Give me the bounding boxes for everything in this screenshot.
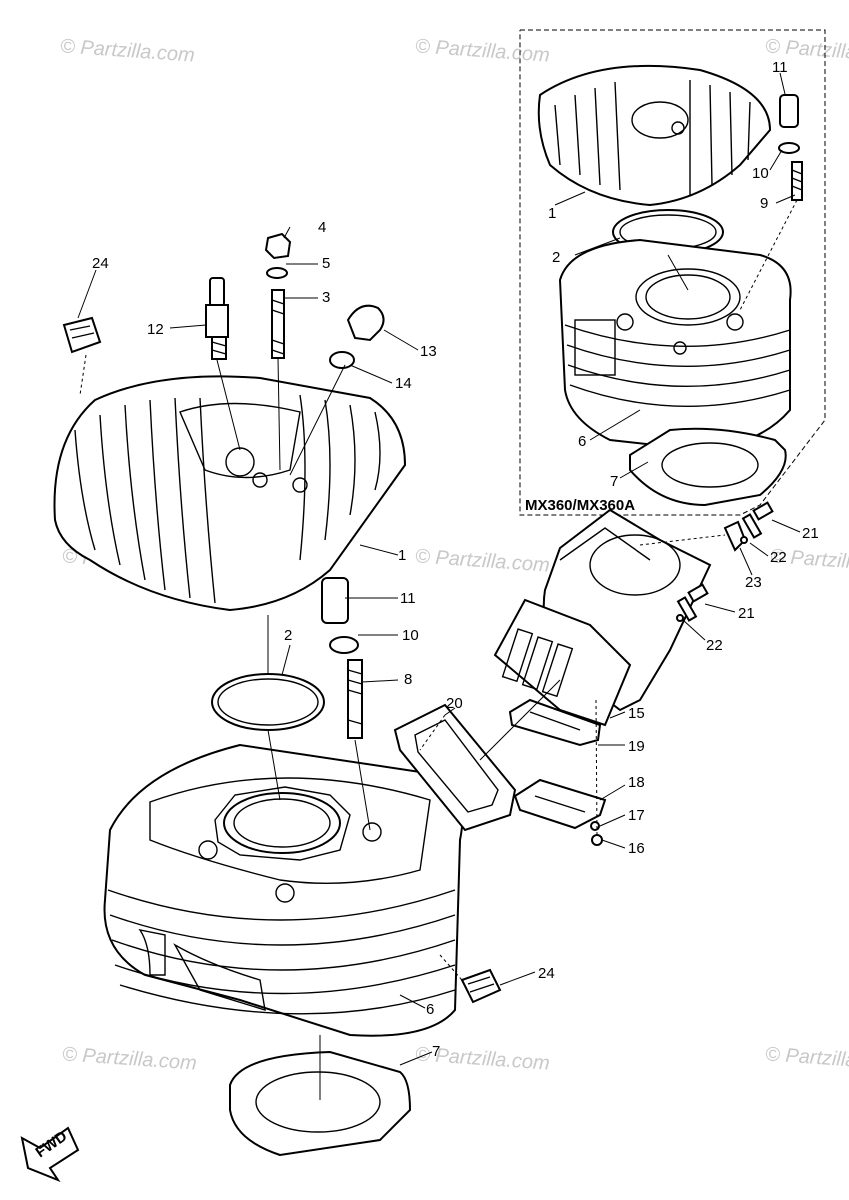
spark-plug xyxy=(205,277,229,360)
washer-22 xyxy=(676,614,684,622)
label-6: 6 xyxy=(426,1001,434,1018)
label-22: 22 xyxy=(770,549,787,566)
washer-22 xyxy=(740,536,748,544)
label-2: 2 xyxy=(284,627,292,644)
bolt-21-lower xyxy=(676,583,709,622)
cap-24-lower xyxy=(460,968,502,1004)
label-9: 9 xyxy=(760,195,768,212)
label-7: 7 xyxy=(432,1043,440,1060)
label-21: 21 xyxy=(738,605,755,622)
cylinder-head xyxy=(53,375,407,612)
label-13: 13 xyxy=(420,343,437,360)
label-12: 12 xyxy=(147,321,164,338)
label-18: 18 xyxy=(628,774,645,791)
inset-base-gasket xyxy=(629,427,787,507)
reed-petals xyxy=(508,698,602,747)
reed-screw xyxy=(591,834,603,846)
inset-cylinder xyxy=(558,238,792,452)
inset-cylinder-head xyxy=(537,64,772,207)
head-stud-nut-washer xyxy=(264,232,292,359)
leader-lines xyxy=(77,72,801,1100)
label-4: 4 xyxy=(318,219,326,236)
clamp-23 xyxy=(723,520,747,552)
head-gasket xyxy=(211,673,325,731)
label-17: 17 xyxy=(628,807,645,824)
label-19: 19 xyxy=(628,738,645,755)
label-1: 1 xyxy=(548,205,556,222)
label-23: 23 xyxy=(745,574,762,591)
label-10: 10 xyxy=(402,627,419,644)
label-5: 5 xyxy=(322,255,330,272)
reed-gasket xyxy=(393,703,517,832)
label-24: 24 xyxy=(92,255,109,272)
stud-nut-cap xyxy=(321,577,363,739)
label-14: 14 xyxy=(395,375,412,392)
label-10: 10 xyxy=(752,165,769,182)
cylinder xyxy=(103,743,464,1037)
label-22: 22 xyxy=(706,637,723,654)
reed-stopper xyxy=(513,778,607,830)
label-1: 1 xyxy=(398,547,406,564)
label-3: 3 xyxy=(322,289,330,306)
drain-plug-washer xyxy=(329,304,385,369)
lock-washer xyxy=(590,821,600,831)
bolt-21-upper xyxy=(741,501,774,539)
label-8: 8 xyxy=(404,671,412,688)
label-16: 16 xyxy=(628,840,645,857)
base-gasket xyxy=(229,1050,412,1157)
label-7: 7 xyxy=(610,473,618,490)
cap-24-top xyxy=(62,316,102,354)
label-20: 20 xyxy=(446,695,463,712)
inset-title: MX360/MX360A xyxy=(525,497,635,514)
label-11: 11 xyxy=(772,59,788,76)
label-6: 6 xyxy=(578,433,586,450)
fwd-arrow: FWD xyxy=(20,1126,80,1183)
label-21: 21 xyxy=(802,525,819,542)
inset-stud-nut-cap xyxy=(778,94,803,201)
label-15: 15 xyxy=(628,705,645,722)
label-11: 11 xyxy=(400,590,416,607)
label-24: 24 xyxy=(538,965,555,982)
inset-box: MX360/MX360A xyxy=(519,29,826,516)
label-2: 2 xyxy=(552,249,560,266)
part-labels: 24 12 4 5 3 13 14 1 11 10 8 2 6 7 24 20 … xyxy=(92,59,819,1060)
